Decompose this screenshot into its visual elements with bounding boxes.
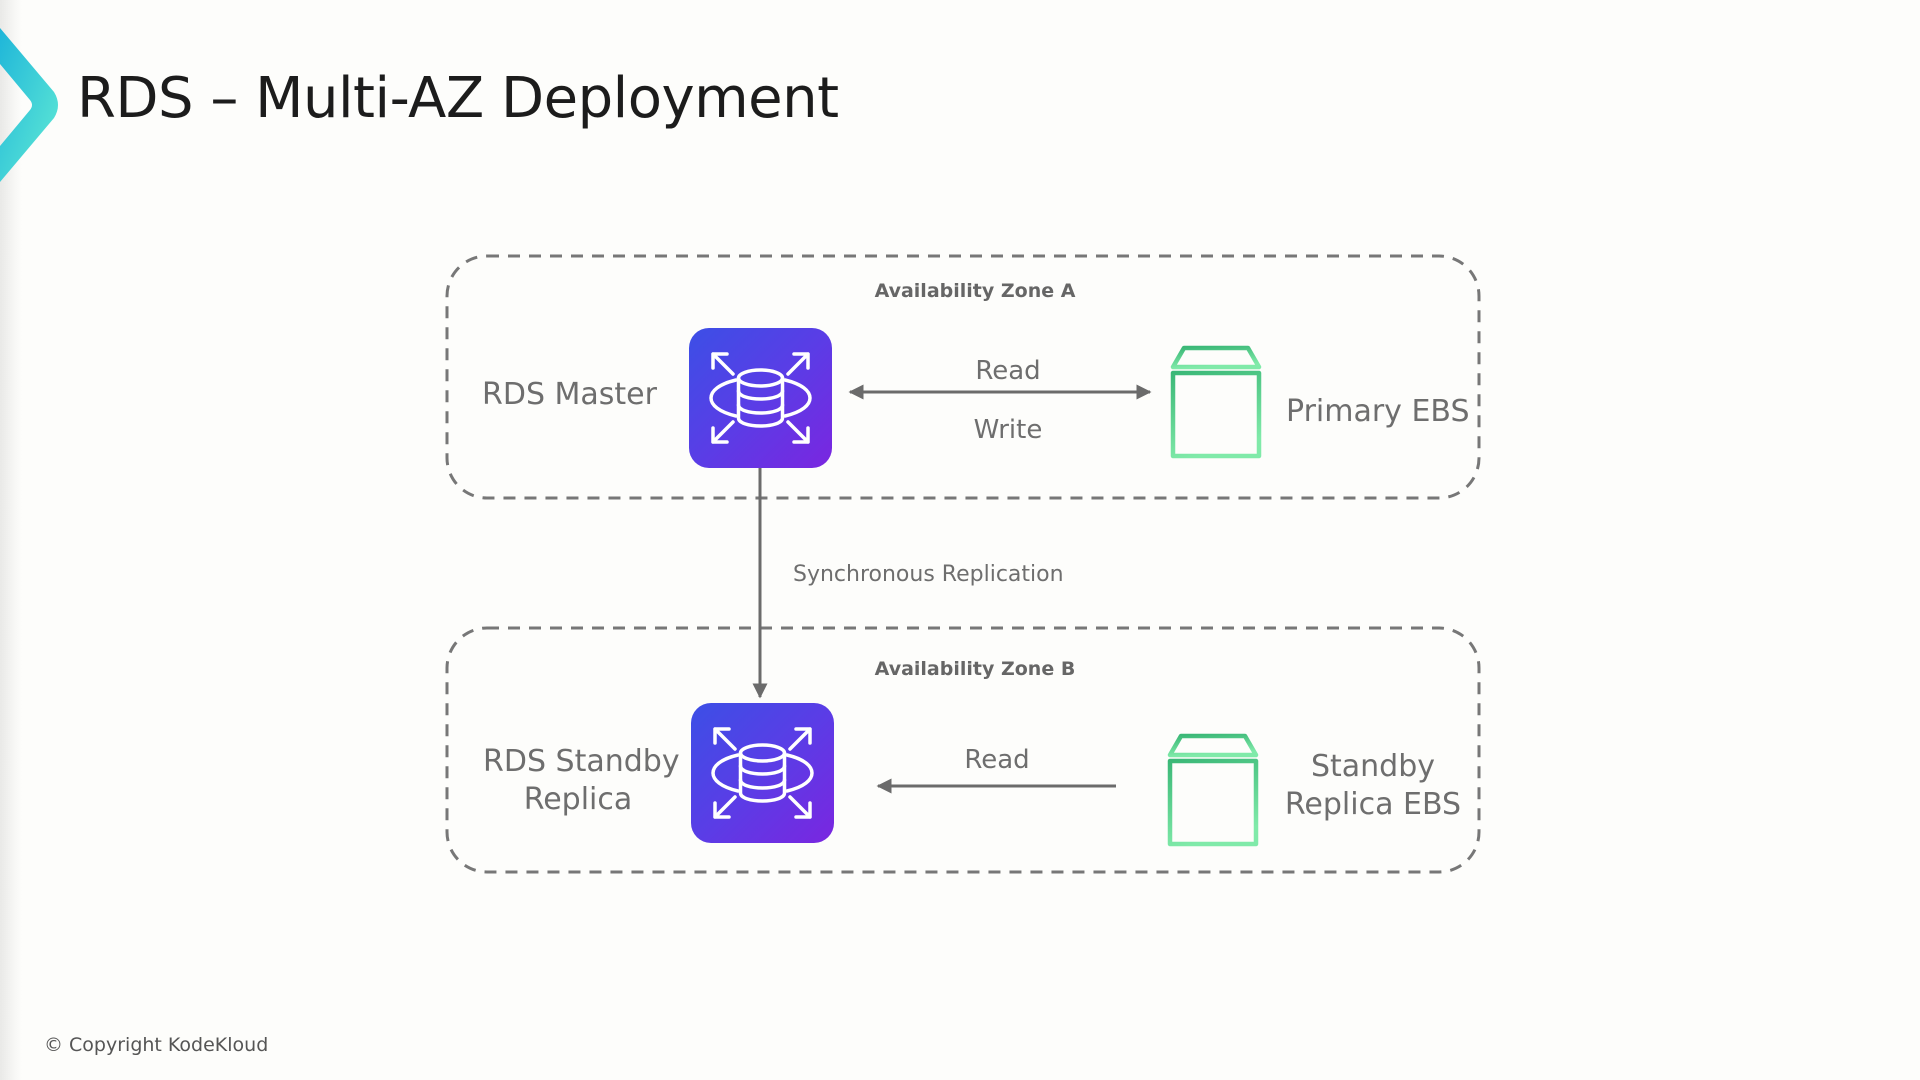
standby-ebs-label-line2: Replica EBS bbox=[1284, 787, 1462, 822]
rds-standby-icon[interactable] bbox=[691, 703, 834, 843]
primary-ebs-icon[interactable] bbox=[1170, 345, 1262, 459]
rds-standby-label-line1: RDS Standby bbox=[483, 744, 680, 779]
availability-zone-a-box bbox=[445, 254, 1481, 500]
rds-standby-label-line2: Replica bbox=[523, 782, 633, 817]
read-label: Read bbox=[975, 356, 1041, 386]
kodekloud-chevron-logo bbox=[0, 28, 58, 182]
slide-title: RDS – Multi-AZ Deployment bbox=[77, 66, 839, 131]
write-label: Write bbox=[973, 415, 1043, 445]
synchronous-replication-label: Synchronous Replication bbox=[793, 562, 1064, 587]
left-edge-shade bbox=[0, 0, 22, 1080]
primary-ebs-label: Primary EBS bbox=[1286, 394, 1470, 429]
rds-standby-label: RDS Standby Replica bbox=[483, 743, 680, 819]
availability-zone-b-box bbox=[445, 626, 1481, 874]
zone-b-label: Availability Zone B bbox=[874, 658, 1076, 680]
zone-a-label: Availability Zone A bbox=[874, 280, 1076, 302]
standby-ebs-label: Standby Replica EBS bbox=[1280, 748, 1466, 824]
rds-database-icon bbox=[709, 352, 812, 444]
copyright-footer: © Copyright KodeKloud bbox=[44, 1034, 269, 1056]
standby-ebs-label-line1: Standby bbox=[1310, 749, 1436, 784]
standby-ebs-icon[interactable] bbox=[1167, 733, 1259, 847]
rds-master-icon[interactable] bbox=[689, 328, 832, 468]
rds-database-icon bbox=[711, 727, 814, 819]
standby-read-label: Read bbox=[964, 745, 1030, 775]
rds-master-label: RDS Master bbox=[482, 377, 657, 412]
